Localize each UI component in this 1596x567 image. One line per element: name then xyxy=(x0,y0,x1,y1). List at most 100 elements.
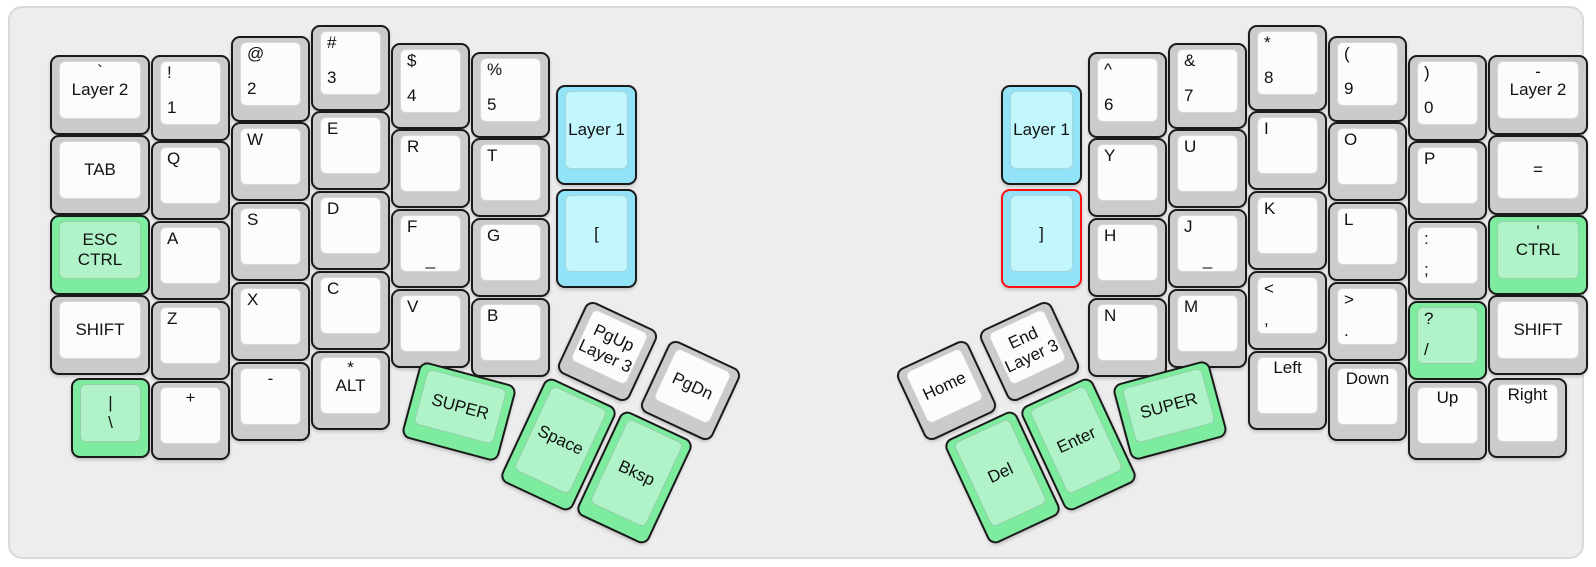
key-k[interactable]: K xyxy=(1248,191,1327,270)
key-label: 5 xyxy=(487,94,497,114)
keycap-face: SHIFT xyxy=(1497,301,1579,359)
key-a[interactable]: A xyxy=(151,221,230,300)
key-layer1-left[interactable]: Layer 1 xyxy=(556,85,637,185)
key-label: B xyxy=(487,306,499,325)
key-e[interactable]: E xyxy=(311,111,390,190)
key-label: 7 xyxy=(1184,85,1194,105)
key-n[interactable]: N xyxy=(1088,298,1167,377)
key-l[interactable]: L xyxy=(1328,202,1407,281)
key-plus[interactable]: + xyxy=(151,381,230,460)
key-shift-left[interactable]: SHIFT xyxy=(50,295,150,375)
key-arrow-up[interactable]: Up xyxy=(1408,381,1487,460)
key-shift-right[interactable]: SHIFT xyxy=(1488,295,1588,375)
key-rbracket[interactable]: ] xyxy=(1001,189,1082,288)
key-label: ( xyxy=(1344,44,1350,63)
keycap-face: N xyxy=(1097,304,1158,361)
key-grave-layer2[interactable]: `Layer 2 xyxy=(50,55,150,135)
key-label: TAB xyxy=(84,160,116,180)
keycap-face: I xyxy=(1257,117,1318,174)
key-v[interactable]: V xyxy=(391,289,470,368)
key-lparen-9[interactable]: (9 xyxy=(1328,36,1407,122)
key-m[interactable]: M xyxy=(1168,289,1247,368)
key-arrow-down[interactable]: Down xyxy=(1328,362,1407,441)
key-label: 0 xyxy=(1424,97,1434,117)
key-h[interactable]: H xyxy=(1088,218,1167,297)
keycap-face: :; xyxy=(1417,227,1478,284)
key-label: = xyxy=(1533,160,1543,180)
keycap-face: *8 xyxy=(1257,31,1318,95)
key-at-2[interactable]: @2 xyxy=(231,36,310,122)
key-minus-layer2[interactable]: -Layer 2 xyxy=(1488,55,1588,135)
key-label: % xyxy=(487,60,503,79)
key-g[interactable]: G xyxy=(471,218,550,297)
key-hash-3[interactable]: #3 xyxy=(311,25,390,111)
key-arrow-left[interactable]: Left xyxy=(1248,351,1327,430)
key-percent-5[interactable]: %5 xyxy=(471,52,550,138)
key-w[interactable]: W xyxy=(231,122,310,201)
keycap-face: J_ xyxy=(1177,215,1238,272)
keycap-face: | \ xyxy=(80,384,141,442)
key-minus-left[interactable]: - xyxy=(231,362,310,441)
key-dollar-4[interactable]: $4 xyxy=(391,43,470,129)
key-label: * xyxy=(347,358,354,377)
key-label: @ xyxy=(247,44,265,63)
key-rparen-0[interactable]: )0 xyxy=(1408,55,1487,141)
key-amp-7[interactable]: &7 xyxy=(1168,43,1247,129)
key-pipe-backslash[interactable]: | \ xyxy=(71,378,150,458)
key-r[interactable]: R xyxy=(391,129,470,208)
key-o[interactable]: O xyxy=(1328,122,1407,201)
key-label: ESC CTRL xyxy=(77,230,123,269)
key-f[interactable]: F_ xyxy=(391,209,470,288)
key-tab[interactable]: TAB xyxy=(50,135,150,215)
key-label: 2 xyxy=(247,78,257,98)
key-y[interactable]: Y xyxy=(1088,138,1167,217)
keycap-face: V xyxy=(400,295,461,352)
key-label: V xyxy=(407,297,419,316)
keycap-face: X xyxy=(240,288,301,345)
key-caret-6[interactable]: ^6 xyxy=(1088,52,1167,138)
keycap-face: + xyxy=(160,387,221,444)
key-label: R xyxy=(407,137,420,156)
key-quote-ctrl[interactable]: 'CTRL xyxy=(1488,215,1588,295)
key-z[interactable]: Z xyxy=(151,301,230,380)
key-label: S xyxy=(247,210,259,229)
key-question-slash[interactable]: ?/ xyxy=(1408,301,1487,380)
key-u[interactable]: U xyxy=(1168,129,1247,208)
key-layer1-right[interactable]: Layer 1 xyxy=(1001,85,1082,185)
key-esc-ctrl[interactable]: ESC CTRL xyxy=(50,215,150,295)
key-p[interactable]: P xyxy=(1408,141,1487,220)
keycap-face: A xyxy=(160,227,221,284)
key-b[interactable]: B xyxy=(471,298,550,377)
key-lt-comma[interactable]: <, xyxy=(1248,271,1327,350)
key-s[interactable]: S xyxy=(231,202,310,281)
key-lbracket[interactable]: [ xyxy=(556,189,637,288)
keycap-face: Down xyxy=(1337,368,1398,425)
key-i[interactable]: I xyxy=(1248,111,1327,190)
key-x[interactable]: X xyxy=(231,282,310,361)
key-t[interactable]: T xyxy=(471,138,550,217)
key-label: L xyxy=(1344,210,1354,229)
key-c[interactable]: C xyxy=(311,271,390,350)
key-q[interactable]: Q xyxy=(151,141,230,220)
key-label: F xyxy=(407,217,418,236)
key-d[interactable]: D xyxy=(311,191,390,270)
key-gt-period[interactable]: >. xyxy=(1328,282,1407,361)
keycap-face: -Layer 2 xyxy=(1497,61,1579,119)
key-star-alt[interactable]: *ALT xyxy=(311,351,390,430)
key-colon-semicolon[interactable]: :; xyxy=(1408,221,1487,300)
key-label: 4 xyxy=(407,85,417,105)
keycap-face: >. xyxy=(1337,288,1398,345)
key-label: D xyxy=(327,199,340,218)
key-label: T xyxy=(487,146,498,165)
key-star-8[interactable]: *8 xyxy=(1248,25,1327,111)
key-label: Layer 2 xyxy=(71,80,129,100)
keycap-face: R xyxy=(400,135,461,192)
key-excl-1[interactable]: !1 xyxy=(151,55,230,141)
keycap-face: L xyxy=(1337,208,1398,265)
key-equals[interactable]: = xyxy=(1488,135,1588,215)
key-j[interactable]: J_ xyxy=(1168,209,1247,288)
key-label: N xyxy=(1104,306,1117,325)
key-label: G xyxy=(487,226,501,245)
key-arrow-right[interactable]: Right xyxy=(1488,378,1567,458)
